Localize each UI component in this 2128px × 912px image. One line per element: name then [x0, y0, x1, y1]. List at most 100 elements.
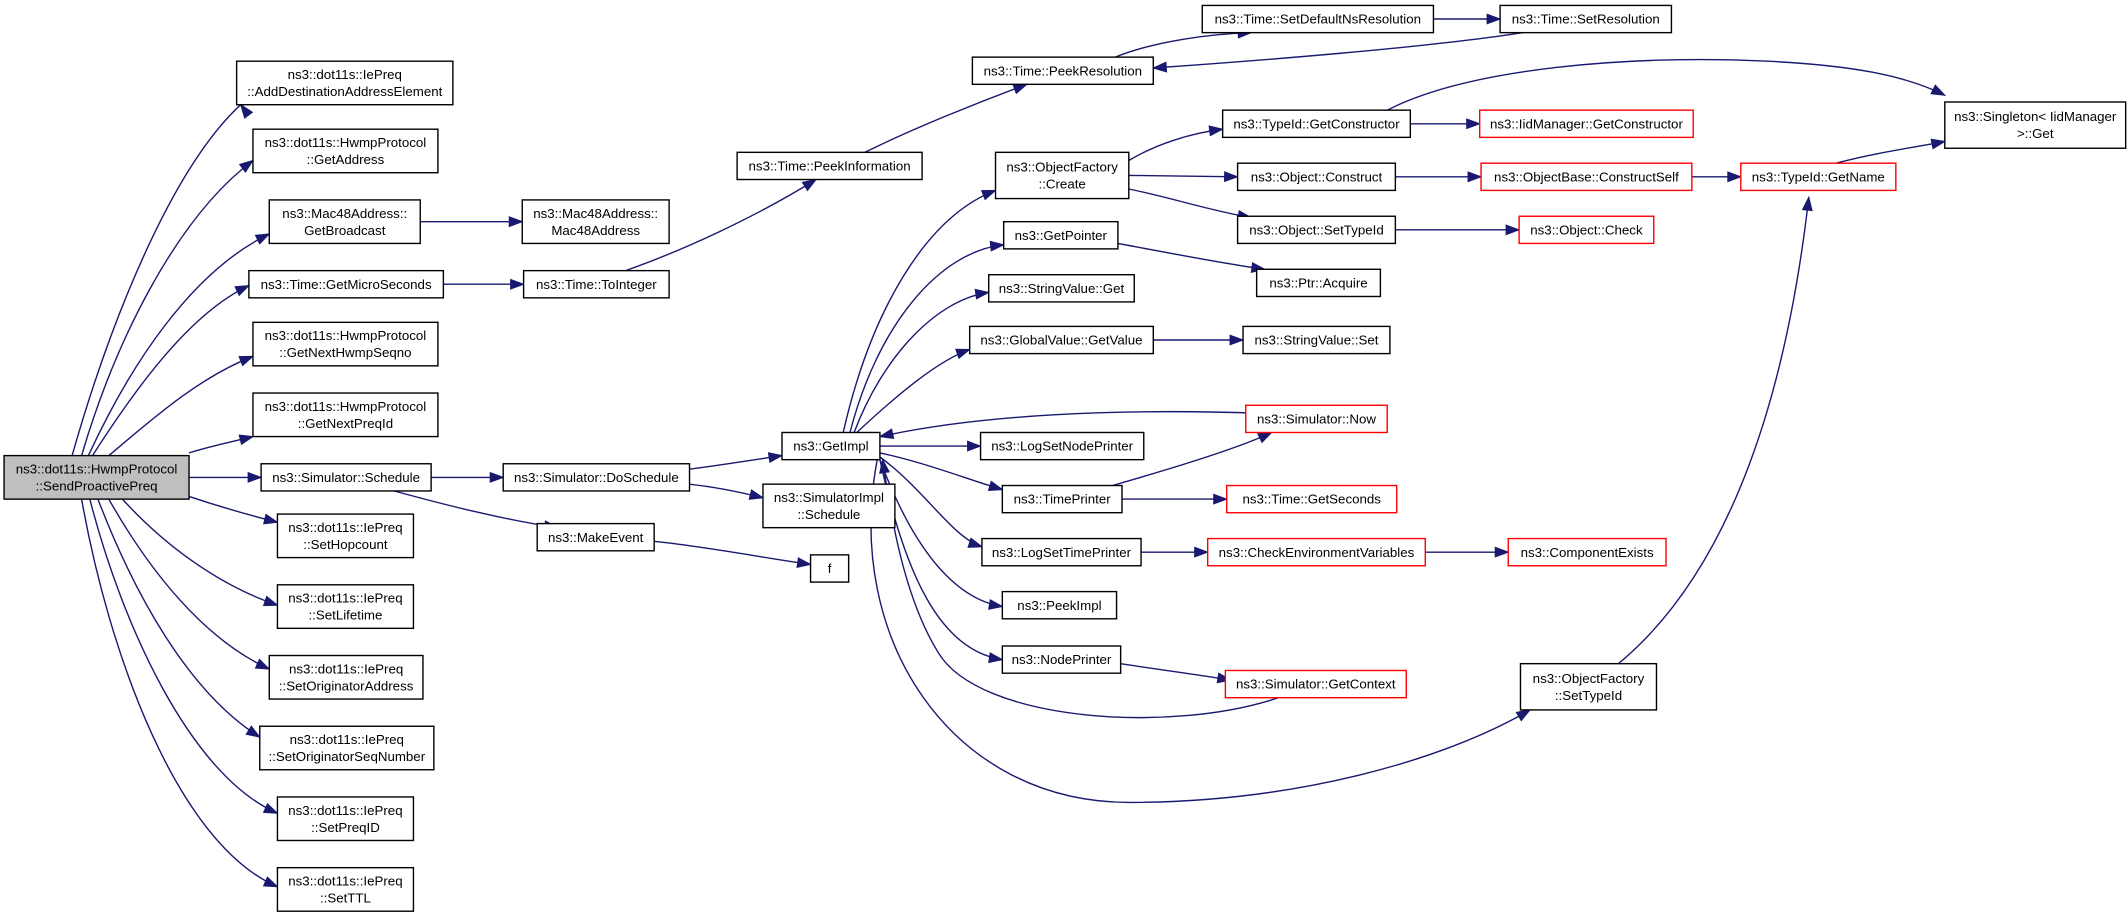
function-node-n8[interactable]: ns3::Time::PeekResolution: [971, 56, 1154, 86]
function-node-n34[interactable]: ns3::GetPointer: [1002, 220, 1119, 250]
node-box[interactable]: [988, 274, 1135, 303]
node-box[interactable]: [1224, 669, 1407, 699]
function-node-n45[interactable]: ns3::ComponentExists: [1507, 537, 1667, 567]
function-node-n20[interactable]: ns3::dot11s::IePreq::SetLifetime: [276, 584, 415, 630]
function-node-n42[interactable]: ns3::Time::GetSeconds: [1226, 484, 1398, 514]
function-node-n1[interactable]: ns3::dot11s::IePreq::AddDestinationAddre…: [235, 60, 454, 106]
node-box[interactable]: [1478, 109, 1694, 139]
node-box[interactable]: [276, 584, 415, 630]
function-node-n41[interactable]: ns3::TimePrinter: [1001, 484, 1123, 514]
node-box[interactable]: [1236, 215, 1397, 245]
function-node-n28[interactable]: ns3::Singleton< IidManager>::Get: [1944, 101, 2127, 149]
node-box[interactable]: [522, 269, 670, 299]
function-node-root[interactable]: ns3::dot11s::HwmpProtocol::SendProactive…: [3, 454, 190, 500]
function-node-n2[interactable]: ns3::dot11s::HwmpProtocol::GetAddress: [252, 128, 439, 174]
function-node-n33[interactable]: ns3::Object::Check: [1518, 215, 1655, 245]
function-node-n29[interactable]: ns3::Object::Construct: [1236, 162, 1397, 192]
function-node-n49[interactable]: ns3::ObjectFactory::SetTypeId: [1519, 662, 1658, 711]
node-box[interactable]: [1740, 162, 1897, 192]
function-node-n19[interactable]: ns3::dot11s::IePreq::SetHopcount: [276, 513, 415, 559]
node-box[interactable]: [248, 269, 445, 299]
node-box[interactable]: [1001, 590, 1118, 620]
node-box[interactable]: [521, 199, 670, 245]
node-box[interactable]: [809, 554, 850, 583]
node-box[interactable]: [1242, 325, 1391, 355]
function-node-n39[interactable]: ns3::Simulator::Now: [1245, 404, 1388, 434]
node-box[interactable]: [1499, 4, 1673, 34]
node-box[interactable]: [762, 483, 896, 529]
function-node-n44[interactable]: ns3::CheckEnvironmentVariables: [1206, 537, 1426, 567]
function-node-n32[interactable]: ns3::Object::SetTypeId: [1236, 215, 1397, 245]
function-node-n22[interactable]: ns3::dot11s::IePreq::SetOriginatorSeqNum…: [259, 725, 435, 771]
function-node-n15[interactable]: ns3::GetImpl: [781, 431, 881, 461]
function-node-n6[interactable]: ns3::Time::ToInteger: [522, 269, 670, 299]
node-box[interactable]: [736, 151, 923, 181]
node-box[interactable]: [971, 56, 1154, 86]
node-box[interactable]: [259, 725, 435, 771]
node-box[interactable]: [252, 392, 439, 438]
function-node-n9[interactable]: ns3::Time::SetDefaultNsResolution: [1201, 4, 1435, 34]
function-node-n25[interactable]: ns3::ObjectFactory::Create: [994, 151, 1130, 200]
node-box[interactable]: [252, 321, 439, 367]
node-box[interactable]: [1001, 645, 1122, 674]
node-box[interactable]: [994, 151, 1130, 200]
node-box[interactable]: [260, 463, 432, 492]
function-node-n5[interactable]: ns3::Time::GetMicroSeconds: [248, 269, 445, 299]
function-node-n18[interactable]: f: [809, 554, 850, 583]
function-node-n35[interactable]: ns3::Ptr::Acquire: [1255, 268, 1382, 298]
node-box[interactable]: [1480, 162, 1693, 192]
function-node-n23[interactable]: ns3::dot11s::IePreq::SetPreqID: [276, 796, 415, 842]
node-box[interactable]: [1206, 537, 1426, 567]
function-node-n21[interactable]: ns3::dot11s::IePreq::SetOriginatorAddres…: [268, 654, 424, 700]
node-box[interactable]: [981, 537, 1142, 567]
function-node-n40[interactable]: ns3::LogSetNodePrinter: [979, 431, 1145, 461]
function-node-n13[interactable]: ns3::Simulator::Schedule: [260, 463, 432, 492]
function-node-n27[interactable]: ns3::IidManager::GetConstructor: [1478, 109, 1694, 139]
node-box[interactable]: [1245, 404, 1388, 434]
node-box[interactable]: [968, 325, 1154, 355]
node-box[interactable]: [3, 454, 190, 500]
node-box[interactable]: [252, 128, 439, 174]
function-node-n38[interactable]: ns3::StringValue::Set: [1242, 325, 1391, 355]
function-node-n48[interactable]: ns3::Simulator::GetContext: [1224, 669, 1407, 699]
node-box[interactable]: [1944, 101, 2127, 149]
function-node-n16[interactable]: ns3::SimulatorImpl::Schedule: [762, 483, 896, 529]
function-node-n31[interactable]: ns3::TypeId::GetName: [1740, 162, 1897, 192]
node-box[interactable]: [235, 60, 454, 106]
node-box[interactable]: [268, 654, 424, 700]
function-node-n30[interactable]: ns3::ObjectBase::ConstructSelf: [1480, 162, 1693, 192]
node-box[interactable]: [1255, 268, 1382, 298]
node-box[interactable]: [1236, 162, 1397, 192]
node-box[interactable]: [276, 866, 415, 912]
function-node-n47[interactable]: ns3::NodePrinter: [1001, 645, 1122, 674]
function-node-n43[interactable]: ns3::LogSetTimePrinter: [981, 537, 1142, 567]
node-box[interactable]: [1226, 484, 1398, 514]
function-node-n3[interactable]: ns3::Mac48Address::GetBroadcast: [268, 199, 421, 245]
node-box[interactable]: [1001, 484, 1123, 514]
function-node-n46[interactable]: ns3::PeekImpl: [1001, 590, 1118, 620]
function-node-n4[interactable]: ns3::Mac48Address::Mac48Address: [521, 199, 670, 245]
node-box[interactable]: [1518, 215, 1655, 245]
node-box[interactable]: [502, 463, 691, 492]
node-box[interactable]: [1519, 662, 1658, 711]
function-node-n37[interactable]: ns3::GlobalValue::GetValue: [968, 325, 1154, 355]
node-box[interactable]: [1221, 109, 1412, 139]
function-node-n11[interactable]: ns3::dot11s::HwmpProtocol::GetNextHwmpSe…: [252, 321, 439, 367]
function-node-n26[interactable]: ns3::TypeId::GetConstructor: [1221, 109, 1412, 139]
node-box[interactable]: [268, 199, 421, 245]
node-box[interactable]: [536, 522, 655, 552]
function-node-n17[interactable]: ns3::MakeEvent: [536, 522, 655, 552]
node-box[interactable]: [276, 796, 415, 842]
function-node-n12[interactable]: ns3::dot11s::HwmpProtocol::GetNextPreqId: [252, 392, 439, 438]
function-node-n36[interactable]: ns3::StringValue::Get: [988, 274, 1135, 303]
node-box[interactable]: [1507, 537, 1667, 567]
node-box[interactable]: [276, 513, 415, 559]
function-node-n10[interactable]: ns3::Time::SetResolution: [1499, 4, 1673, 34]
function-node-n7[interactable]: ns3::Time::PeekInformation: [736, 151, 923, 181]
node-box[interactable]: [1201, 4, 1435, 34]
function-node-n24[interactable]: ns3::dot11s::IePreq::SetTTL: [276, 866, 415, 912]
node-box[interactable]: [781, 431, 881, 461]
node-box[interactable]: [979, 431, 1145, 461]
function-node-n14[interactable]: ns3::Simulator::DoSchedule: [502, 463, 691, 492]
node-box[interactable]: [1002, 220, 1119, 250]
